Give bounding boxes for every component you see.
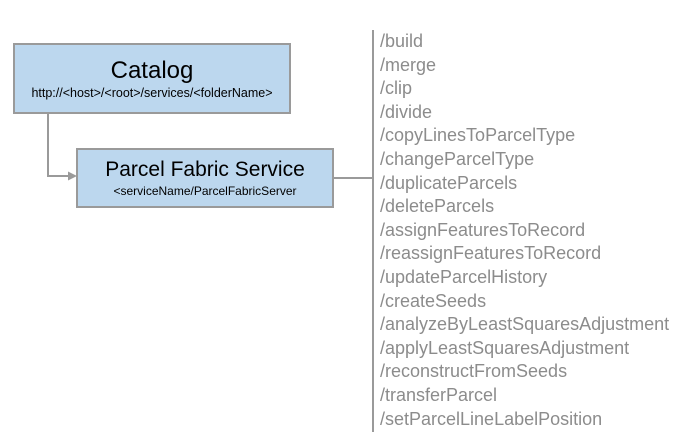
operation-item: /clip xyxy=(380,78,413,99)
operation-item: /build xyxy=(380,31,424,51)
operation-item: /deleteParcels xyxy=(380,196,495,217)
operation-item: /setParcelLineLabelPosition xyxy=(380,408,603,429)
operation-item: /merge xyxy=(380,54,437,75)
catalog-node-subtitle: http://<host>/<root>/services/<folderNam… xyxy=(31,85,273,100)
operation-item: /changeParcelType xyxy=(380,148,535,169)
operation-item: /transferParcel xyxy=(380,384,498,405)
operation-item: /createSeeds xyxy=(380,290,487,311)
operation-item: /assignFeaturesToRecord xyxy=(380,219,586,240)
catalog-to-service-connector xyxy=(47,114,68,177)
operations-list: /build/merge/clip/divide/copyLinesToParc… xyxy=(372,30,669,432)
operation-item: /duplicateParcels xyxy=(380,172,518,193)
operation-item: /reassignFeaturesToRecord xyxy=(380,243,602,264)
operation-item: /copyLinesToParcelType xyxy=(380,125,576,146)
catalog-node-title: Catalog xyxy=(110,56,194,84)
parcel-fabric-service-node: Parcel Fabric Service <serviceName/Parce… xyxy=(76,148,334,208)
operation-item: /divide xyxy=(380,101,433,122)
parcel-fabric-service-node-title: Parcel Fabric Service xyxy=(105,157,305,181)
operation-item: /reconstructFromSeeds xyxy=(380,361,568,382)
parcel-fabric-service-node-subtitle: <serviceName/ParcelFabricServer xyxy=(113,183,297,198)
operation-item: /updateParcelHistory xyxy=(380,266,548,287)
operation-item: /analyzeByLeastSquaresAdjustment xyxy=(380,314,670,335)
operation-item: /applyLeastSquaresAdjustment xyxy=(380,337,630,358)
catalog-node: Catalog http://<host>/<root>/services/<f… xyxy=(13,43,291,114)
